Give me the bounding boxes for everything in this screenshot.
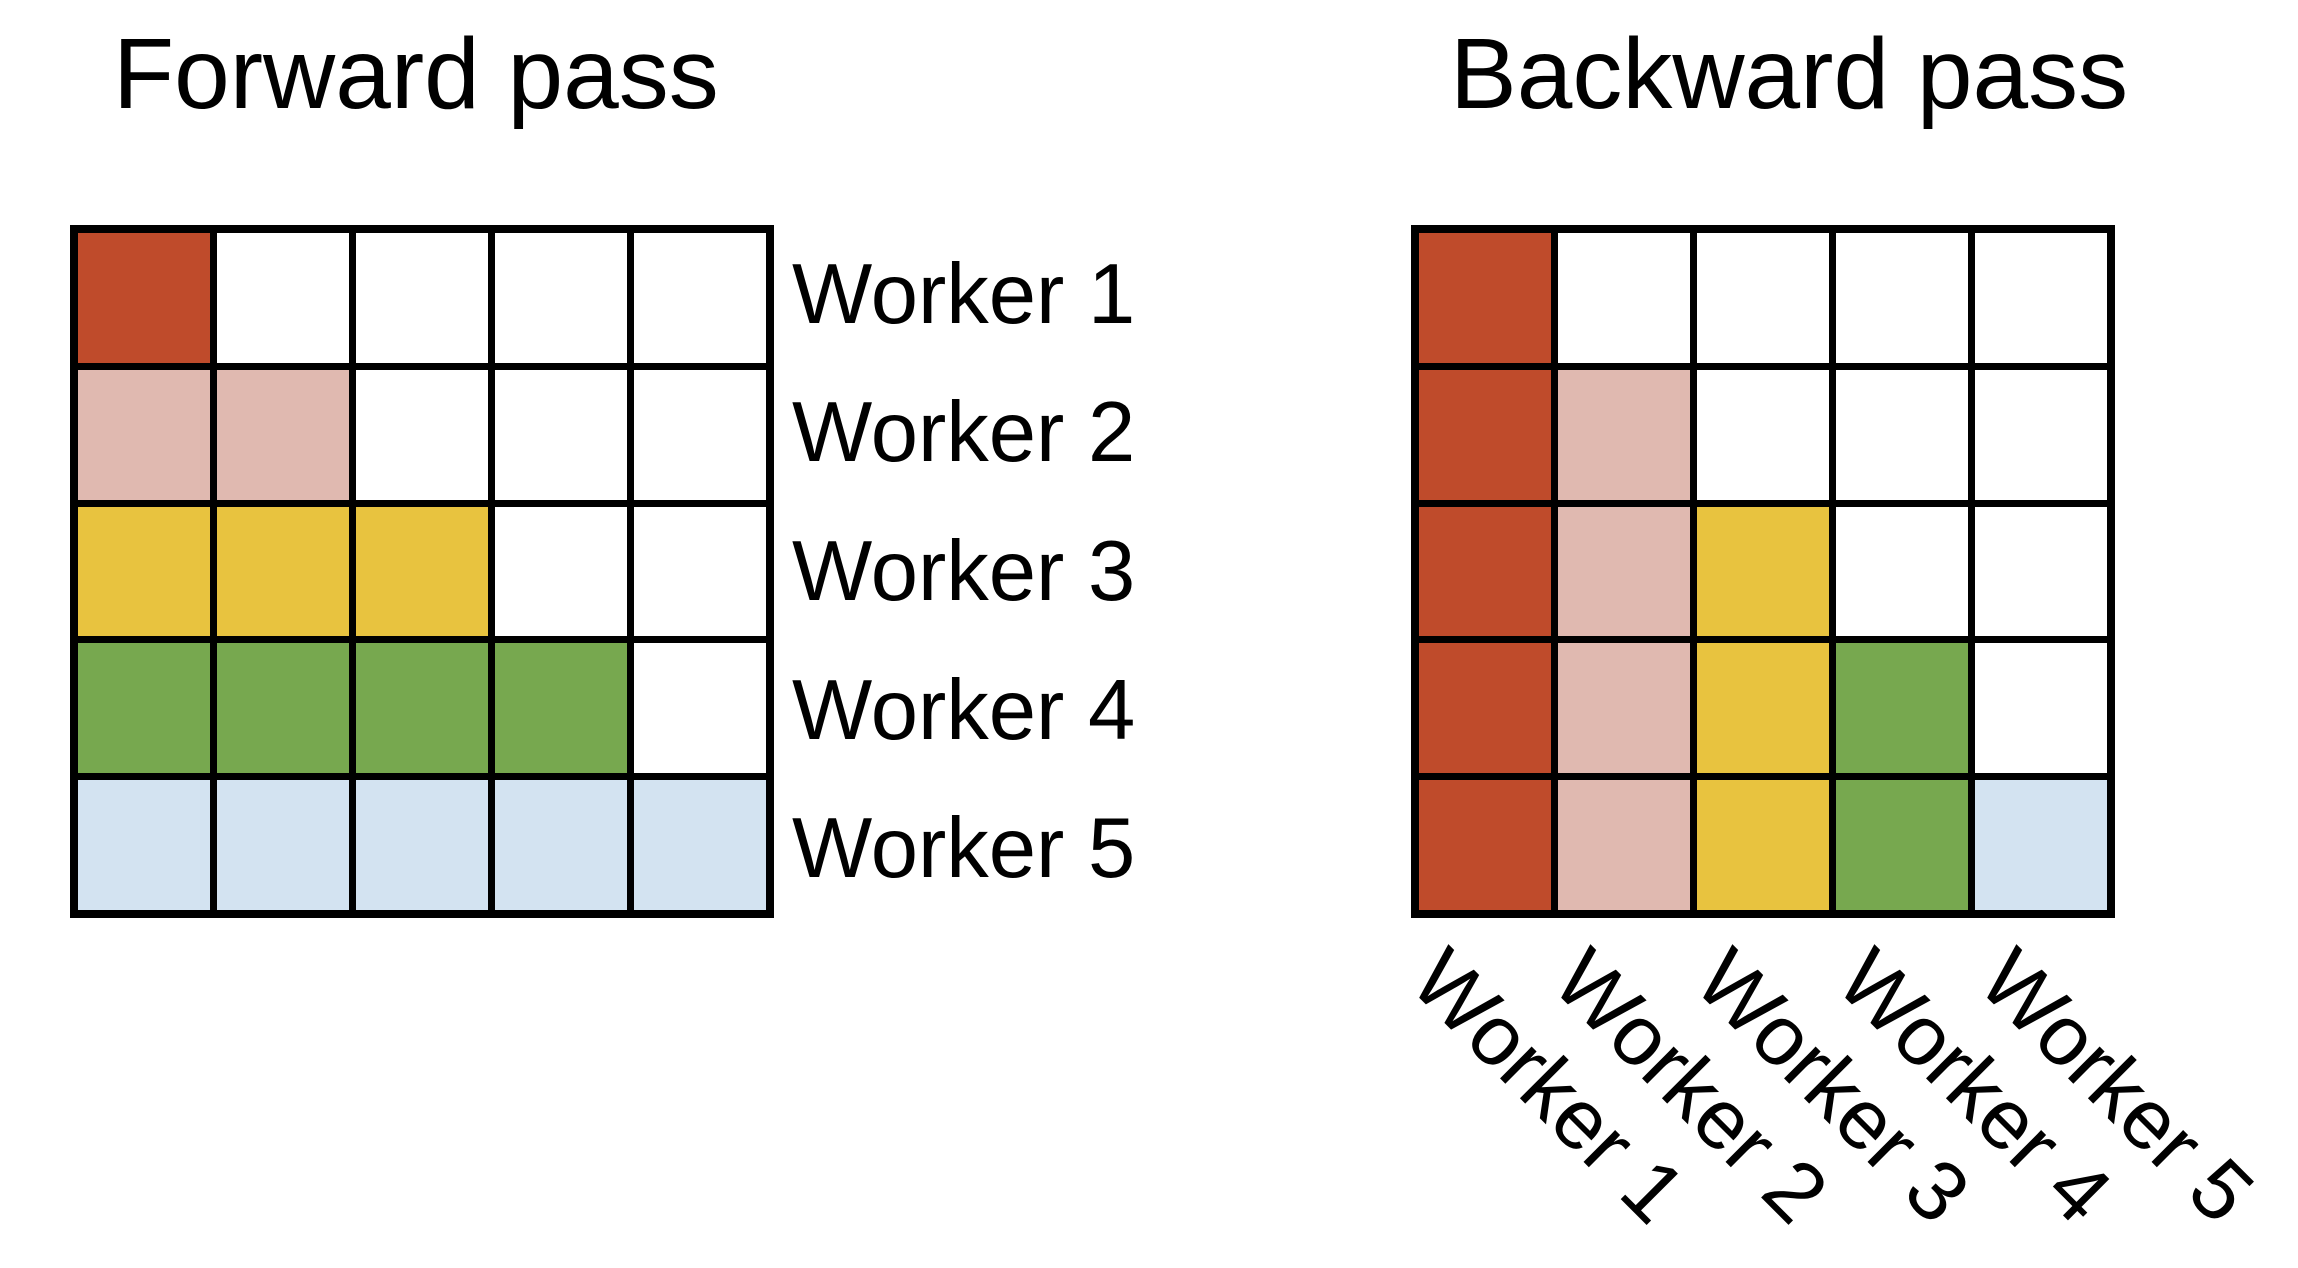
cell-worker-4 [217, 643, 349, 774]
cell-worker-1 [1419, 506, 1551, 637]
cell-empty [356, 369, 488, 500]
cell-worker-1 [78, 233, 210, 363]
cell-empty [495, 506, 627, 637]
cell-worker-3 [356, 506, 488, 637]
cell-worker-5 [634, 780, 766, 910]
row-label-worker-3: Worker 3 [792, 523, 1136, 619]
cell-worker-4 [356, 643, 488, 774]
cell-empty [634, 369, 766, 500]
cell-empty [495, 233, 627, 363]
cell-worker-3 [78, 506, 210, 637]
cell-empty [1836, 369, 1968, 500]
row-label-worker-4: Worker 4 [792, 662, 1136, 758]
cell-worker-2 [1558, 369, 1690, 500]
cell-worker-5 [78, 780, 210, 910]
cell-empty [1697, 369, 1829, 500]
cell-worker-5 [1975, 780, 2107, 910]
cell-empty [1975, 506, 2107, 637]
cell-empty [356, 233, 488, 363]
cell-worker-1 [1419, 780, 1551, 910]
cell-worker-5 [495, 780, 627, 910]
backward-pass-grid [1411, 225, 2115, 918]
cell-worker-1 [1419, 233, 1551, 363]
cell-worker-3 [1697, 643, 1829, 774]
cell-worker-5 [217, 780, 349, 910]
cell-worker-1 [1419, 369, 1551, 500]
cell-worker-2 [1558, 643, 1690, 774]
cell-worker-4 [495, 643, 627, 774]
cell-worker-3 [1697, 506, 1829, 637]
cell-empty [1836, 233, 1968, 363]
cell-empty [1558, 233, 1690, 363]
cell-empty [634, 643, 766, 774]
forward-pass-title: Forward pass [113, 18, 719, 130]
forward-pass-grid [70, 225, 774, 918]
cell-worker-4 [78, 643, 210, 774]
cell-empty [634, 506, 766, 637]
cell-worker-4 [1836, 643, 1968, 774]
cell-worker-5 [356, 780, 488, 910]
cell-worker-2 [78, 369, 210, 500]
cell-empty [1975, 369, 2107, 500]
cell-worker-3 [1697, 780, 1829, 910]
cell-worker-1 [1419, 643, 1551, 774]
cell-worker-3 [217, 506, 349, 637]
cell-worker-4 [1836, 780, 1968, 910]
cell-worker-2 [217, 369, 349, 500]
row-label-worker-1: Worker 1 [792, 246, 1136, 342]
row-label-worker-5: Worker 5 [792, 801, 1136, 897]
cell-worker-2 [1558, 506, 1690, 637]
row-label-worker-2: Worker 2 [792, 385, 1136, 481]
cell-empty [634, 233, 766, 363]
cell-empty [1836, 506, 1968, 637]
cell-empty [1975, 643, 2107, 774]
cell-empty [217, 233, 349, 363]
cell-worker-2 [1558, 780, 1690, 910]
cell-empty [1697, 233, 1829, 363]
backward-pass-title: Backward pass [1450, 18, 2129, 130]
cell-empty [1975, 233, 2107, 363]
cell-empty [495, 369, 627, 500]
